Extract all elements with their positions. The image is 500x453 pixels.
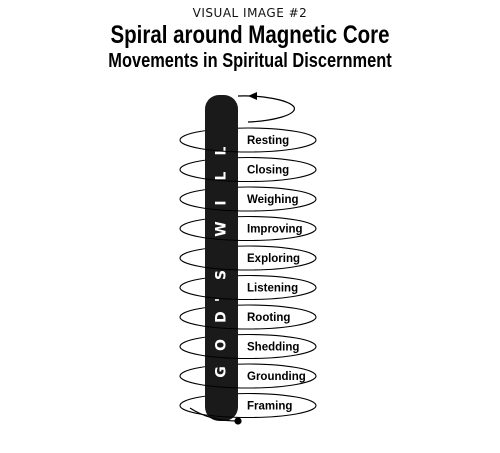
movement-label: Framing <box>247 401 292 413</box>
spiral-loop-front <box>179 346 317 360</box>
spiral-loop-back <box>179 127 317 141</box>
core-letter: ' <box>214 298 230 302</box>
spiral-loop-front <box>179 228 317 242</box>
movement-label: Improving <box>247 224 303 236</box>
spiral-loops-back <box>179 127 317 406</box>
spiral-loop-front <box>179 198 317 212</box>
arrowhead-icon <box>248 92 257 100</box>
movement-label: Resting <box>247 135 289 147</box>
movement-label: Rooting <box>247 312 290 324</box>
spiral-loop-back <box>179 215 317 229</box>
diagram-title: Spiral around Magnetic Core <box>110 21 390 49</box>
spiral-loop-front <box>179 375 317 389</box>
core-letter: G <box>214 366 230 378</box>
spiral-loop-back <box>179 363 317 377</box>
spiral-loop-back <box>179 156 317 170</box>
movement-label: Exploring <box>247 253 300 265</box>
spiral-start-dot <box>234 417 242 425</box>
caption: VISUAL IMAGE #2 <box>192 6 308 20</box>
spiral-bottom-tail <box>189 407 239 422</box>
core-letter: W <box>214 221 230 236</box>
movement-label: Listening <box>247 283 298 295</box>
spiral-loop-front <box>179 169 317 183</box>
spiral-loop-front <box>179 405 317 419</box>
core-letter: S <box>214 270 230 280</box>
spiral-loop-back <box>179 333 317 347</box>
movement-label: Shedding <box>247 342 299 354</box>
spiral-loop-front <box>179 316 317 330</box>
movement-label: Closing <box>247 165 289 177</box>
diagram-subtitle: Movements in Spiritual Discernment <box>108 50 392 72</box>
movement-label: Grounding <box>247 371 306 383</box>
spiral-top-arrow <box>237 95 295 123</box>
spiral-loops-front <box>179 139 317 419</box>
movement-label: Weighing <box>247 194 299 206</box>
spiral-loop-back <box>179 186 317 200</box>
spiral-loop-back <box>179 245 317 259</box>
spiral-loop-back <box>179 304 317 318</box>
movement-labels: RestingClosingWeighingImprovingExploring… <box>247 135 306 413</box>
core-letter: O <box>214 339 230 351</box>
spiral-loop-front <box>179 139 317 153</box>
core-letter: I <box>214 200 230 205</box>
spiral-loop-front <box>179 257 317 271</box>
spiral-loop-front <box>179 287 317 301</box>
spiral-loop-back <box>179 392 317 406</box>
core-letter: L <box>214 171 230 180</box>
spiral-loop-back <box>179 274 317 288</box>
magnetic-core-bar <box>205 95 238 421</box>
core-letter: D <box>214 311 230 323</box>
